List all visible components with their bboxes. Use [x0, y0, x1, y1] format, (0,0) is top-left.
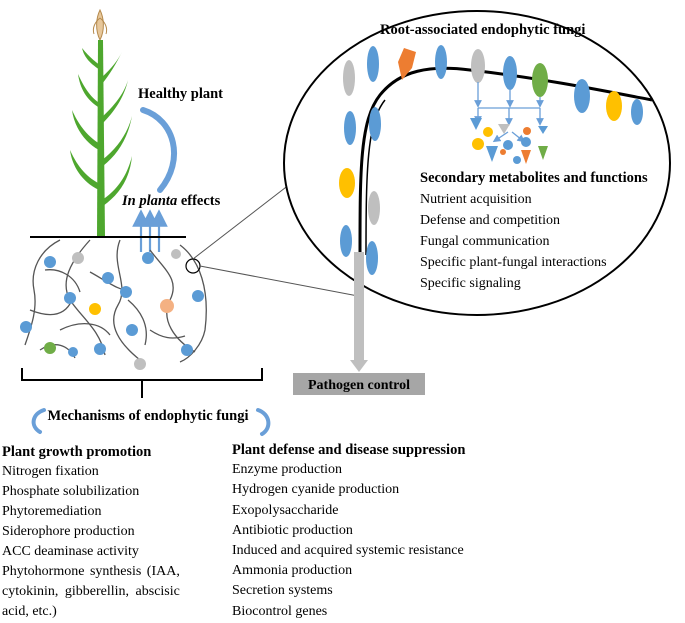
metabolite-item: Defense and competition	[420, 213, 560, 228]
metabolite-item: Specific signaling	[420, 276, 521, 291]
secondary-metabolite-molecules	[470, 118, 548, 164]
defense-item: Ammonia production	[232, 563, 353, 579]
growth-item: Phytoremediation	[2, 504, 102, 519]
defense-section: Plant defense and disease suppression En…	[232, 440, 465, 622]
defense-item: Hydrogen cyanide production	[232, 482, 400, 498]
mechanisms-right-curl	[256, 408, 271, 436]
metabolite-item: Fungal communication	[420, 234, 550, 249]
metabolite-item: Specific plant-fungal interactions	[420, 255, 607, 270]
growth-heading: Plant growth promotion	[2, 444, 152, 460]
pathogen-arrow-head	[350, 360, 368, 372]
growth-item: Nitrogen fixation	[2, 464, 99, 479]
growth-item: ACC deaminase activity	[2, 544, 139, 559]
metabolites-section: Secondary metabolites and functions Nutr…	[420, 168, 648, 294]
plant-illustration	[70, 8, 132, 236]
zoom-origin-circle	[185, 258, 201, 274]
in-planta-arrows	[132, 209, 168, 252]
mechanisms-left-curl	[31, 408, 46, 434]
defense-heading: Plant defense and disease suppression	[232, 442, 466, 458]
defense-item: Antibiotic production	[232, 522, 353, 538]
healthy-plant-curve-arrow	[140, 107, 178, 193]
growth-item: Siderophore production	[2, 524, 135, 539]
zoom-ellipse	[283, 10, 671, 316]
label-pathogen-control: Pathogen control	[308, 378, 410, 393]
label-in-planta-effects: In planta effects	[121, 193, 221, 209]
metabolites-heading: Secondary metabolites and functions	[420, 170, 648, 186]
growth-promotion-section: Plant growth promotion Nitrogen fixation…	[2, 442, 180, 622]
defense-item: Secretion systems	[232, 583, 333, 599]
metabolite-item: Nutrient acquisition	[420, 192, 532, 207]
root-endophytic-fungi	[339, 45, 643, 275]
defense-item: Enzyme production	[232, 462, 343, 478]
metabolite-arrows	[474, 82, 544, 143]
defense-item: Induced and acquired systemic resistance	[232, 543, 464, 559]
growth-item: cytokinin, gibberellin, abscisic	[2, 584, 180, 599]
label-mechanisms: Mechanisms of endophytic fungi	[47, 408, 248, 424]
root-fungal-spores	[20, 249, 204, 370]
title-root-fungi: Root-associated endophytic fungi	[380, 22, 585, 38]
growth-item: acid, etc.)	[2, 604, 57, 619]
growth-item: Phosphate solubilization	[2, 484, 140, 499]
pathogen-control-box	[293, 373, 425, 395]
growth-item: Phytohormone synthesis (IAA,	[2, 564, 180, 579]
pathogen-arrow-shaft	[354, 252, 364, 362]
label-healthy-plant: Healthy plant	[138, 86, 223, 102]
roots-bracket	[21, 368, 263, 381]
defense-item: Biocontrol genes	[232, 603, 328, 619]
defense-item: Exopolysaccharide	[232, 502, 339, 518]
